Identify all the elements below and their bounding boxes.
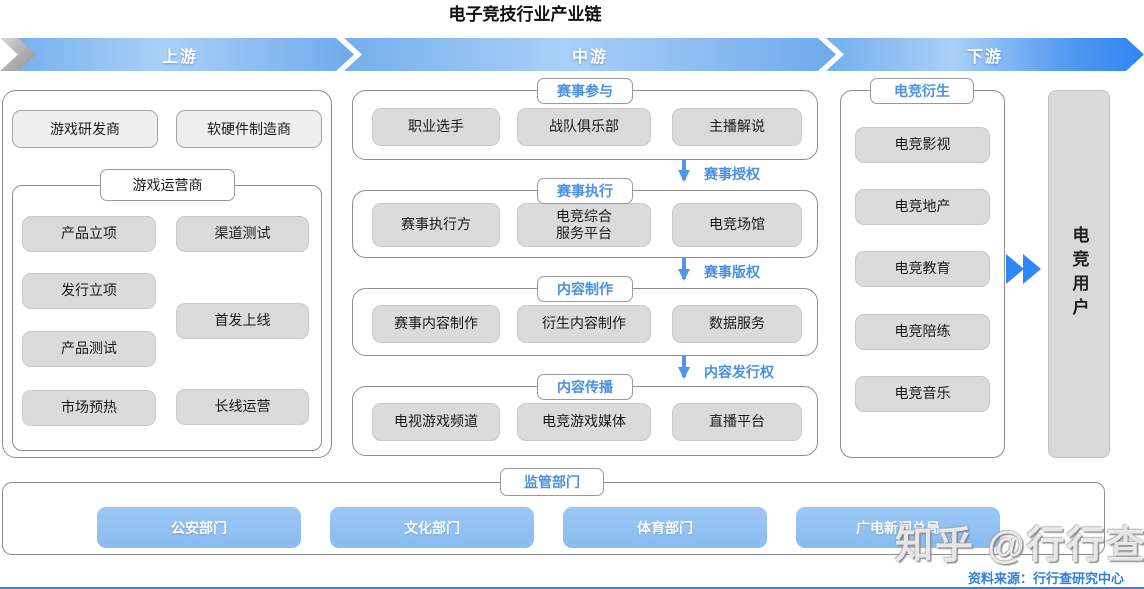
flow-product-testing-box: 产品测试: [22, 331, 156, 367]
flow-market-warmup-box: 市场预热: [22, 390, 156, 426]
flow-product-initiation-box: 产品立项: [22, 216, 156, 252]
sports-dept-box: 体育部门: [563, 507, 767, 548]
game-developer-box: 游戏研发商: [12, 110, 158, 148]
esports-film-box: 电竞影视: [855, 127, 990, 163]
culture-dept-box: 文化部门: [330, 507, 534, 548]
esports-education-box: 电竞教育: [855, 251, 990, 287]
esports-coaching-box: 电竞陪练: [855, 314, 990, 350]
double-chevron-icon: [1006, 253, 1046, 285]
public-security-dept-box: 公安部门: [97, 507, 301, 548]
esports-realestate-box: 电竞地产: [855, 189, 990, 225]
content-distribution-label: 内容传播: [537, 374, 633, 400]
event-execution-label: 赛事执行: [537, 178, 633, 204]
event-participation-label: 赛事参与: [537, 78, 633, 104]
content-production-label: 内容制作: [537, 276, 633, 302]
event-executor-box: 赛事执行方: [372, 203, 500, 247]
banner-segment-upstream: 上游: [6, 38, 354, 71]
hardware-maker-box: 软硬件制造商: [176, 110, 322, 148]
banner-segment-downstream: 下游: [826, 38, 1144, 71]
tv-game-channel-box: 电视游戏频道: [372, 403, 500, 441]
bottom-divider: [0, 587, 1144, 589]
live-streaming-platform-box: 直播平台: [672, 403, 802, 441]
regulator-label: 监管部门: [500, 468, 604, 496]
event-authorization-arrow-label: 赛事授权: [704, 166, 760, 182]
event-copyright-arrow-label: 赛事版权: [704, 264, 760, 280]
streamer-caster-box: 主播解说: [672, 108, 802, 146]
watermark: 知乎 @行行查: [895, 525, 1144, 567]
esports-user-box: 电竞用户: [1048, 90, 1110, 458]
page-title: 电子竞技行业产业链: [448, 4, 602, 24]
banner-segment-midstream: 中游: [344, 38, 836, 71]
esports-venue-box: 电竞场馆: [672, 203, 802, 247]
source-note: 资料来源：行行查研究中心: [967, 571, 1124, 586]
team-club-box: 战队俱乐部: [517, 108, 651, 146]
flow-longterm-operation-box: 长线运营: [176, 389, 309, 425]
game-operator-header: 游戏运营商: [100, 169, 235, 201]
broadcast-news-bureau-box: 广电新闻总局: [796, 507, 1000, 548]
flow-first-launch-box: 首发上线: [176, 303, 309, 339]
content-distribution-right-arrow-label: 内容发行权: [704, 364, 774, 380]
data-service-box: 数据服务: [672, 305, 802, 343]
flow-channel-testing-box: 渠道测试: [176, 216, 309, 252]
pro-player-box: 职业选手: [372, 108, 500, 146]
derivative-content-production-box: 衍生内容制作: [517, 305, 651, 343]
flow-release-initiation-box: 发行立项: [22, 273, 156, 309]
esports-game-media-box: 电竞游戏媒体: [517, 403, 651, 441]
esports-derivative-label: 电竞衍生: [870, 78, 974, 104]
esports-service-platform-box: 电竞综合 服务平台: [517, 203, 651, 247]
esports-music-box: 电竞音乐: [855, 376, 990, 412]
event-content-production-box: 赛事内容制作: [372, 305, 500, 343]
